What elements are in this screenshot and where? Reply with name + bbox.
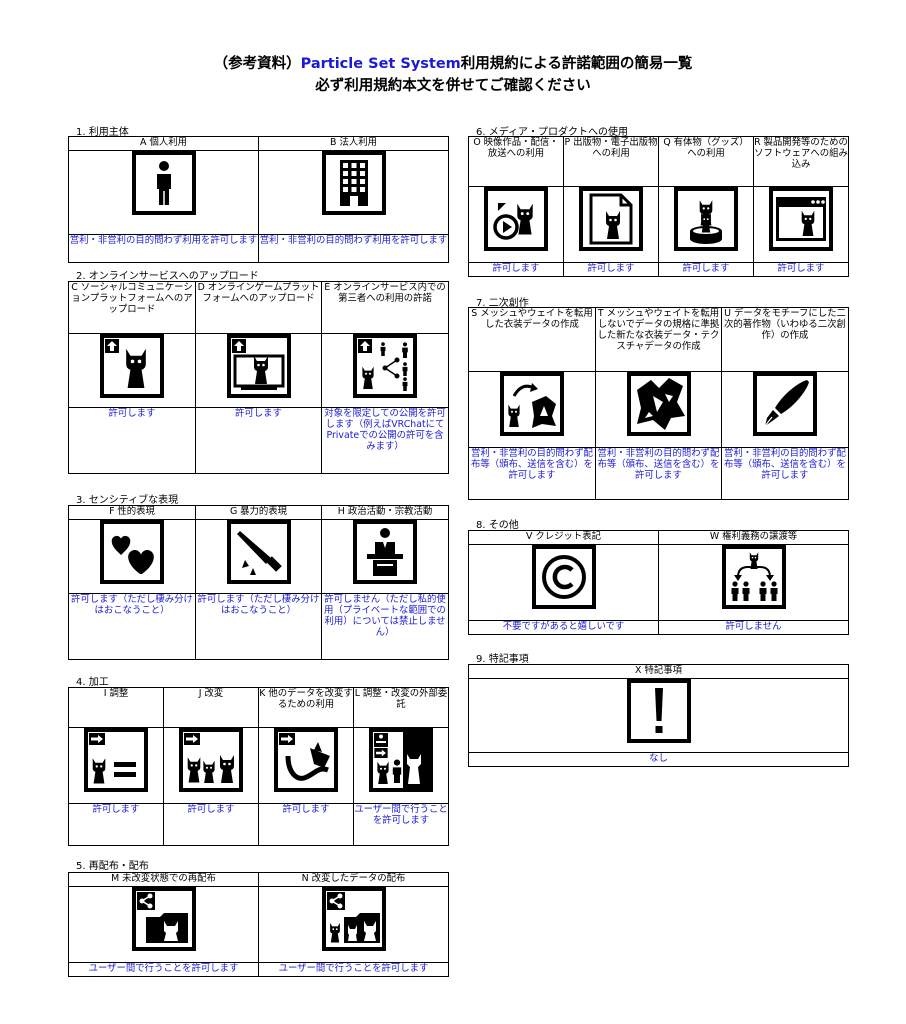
section-5-title: 5. 再配布・配布 [76, 861, 149, 872]
item-n-permission: ユーザー間で行うことを許可します [258, 962, 449, 977]
podium-icon [353, 520, 417, 584]
copyright-icon [531, 545, 596, 609]
cloth-icon [626, 372, 691, 436]
item-u-permission: 営利・非営利の目的問わず配布等（頒布、送信を含む）を許可します [721, 447, 849, 500]
item-w-label: W 権利義務の譲渡等 [658, 530, 849, 545]
section-4-table: I 調整 J 改変 K 他のデータを改変するための利用 L 調整・改変の外部委託… [68, 687, 449, 846]
item-j-permission: 許可します [163, 803, 259, 846]
section-8-table: V クレジット表記 W 権利義務の譲渡等 不要ですがあると嬉しいです 許可しませ… [468, 530, 849, 635]
title-prefix: （参考資料） [213, 56, 301, 72]
item-k-label: K 他のデータを改変するための利用 [258, 687, 354, 728]
item-q-label: Q 有体物（グッズ）への利用 [658, 136, 754, 187]
section-6-title: 6. メディア・プロダクトへの使用 [476, 127, 629, 138]
item-b-label: B 法人利用 [258, 136, 449, 151]
item-e-permission: 対象を限定しての公開を許可します（例えばVRChatにてPrivateでの公開の… [321, 407, 449, 474]
document-icon [579, 187, 643, 251]
item-g-label: G 暴力的表現 [195, 505, 322, 520]
video-icon [484, 187, 548, 251]
section-5-table: M 未改変状態での再配布 N 改変したデータの配布 ユーザー間で行うことを許可し… [68, 872, 449, 977]
upload-monitor-icon [226, 334, 291, 398]
item-j-label: J 改変 [163, 687, 259, 728]
building-icon [321, 151, 386, 215]
item-o-label: O 映像作品・配信・放送への利用 [468, 136, 564, 187]
document-subtitle: 必ず利用規約本文を併せてご確認ください [315, 78, 591, 94]
item-c-permission: 許可します [68, 407, 196, 474]
item-p-label: P 出版物・電子出版物への利用 [563, 136, 659, 187]
section-1-title: 1. 利用主体 [76, 127, 129, 138]
item-g-permission: 許可します（ただし棲み分けはおこなうこと） [195, 593, 322, 660]
section-3-title: 3. センシティブな表現 [76, 495, 179, 506]
outsource-icon [369, 728, 433, 792]
share-folder-icon [131, 887, 196, 951]
item-l-label: L 調整・改変の外部委託 [353, 687, 449, 728]
figure-icon [674, 187, 738, 251]
section-8-title: 8. その他 [476, 520, 519, 531]
item-b-permission: 営利・非営利の目的問わず利用を許可します [258, 234, 449, 263]
item-v-permission: 不要ですがあると嬉しいです [468, 620, 659, 635]
transform-icon [274, 728, 338, 792]
adjust-icon [84, 728, 148, 792]
section-9-title: 9. 特記事項 [476, 654, 529, 665]
item-i-permission: 許可します [68, 803, 164, 846]
section-2-title: 2. オンラインサービスへのアップロード [76, 271, 259, 282]
item-f-label: F 性的表現 [68, 505, 196, 520]
document-title: （参考資料）Particle Set System利用規約による許諾範囲の簡易一… [0, 52, 906, 73]
pen-icon [753, 372, 817, 436]
item-v-label: V クレジット表記 [468, 530, 659, 545]
item-a-permission: 営利・非営利の目的問わず利用を許可します [68, 234, 259, 263]
section-9-table: X 特記事項 なし [468, 664, 849, 767]
knife-icon [226, 520, 291, 584]
item-p-permission: 許可します [563, 262, 659, 277]
item-t-permission: 営利・非営利の目的問わず配布等（頒布、送信を含む）を許可します [595, 447, 722, 500]
item-o-permission: 許可します [468, 262, 564, 277]
title-suffix: 利用規約による許諾範囲の簡易一覧 [460, 56, 693, 72]
upload-cat-icon [100, 334, 164, 398]
item-t-label: T メッシュやウェイトを転用しないでデータの規格に準拠した新たな衣装データ・テク… [595, 307, 722, 372]
item-a-label: A 個人利用 [68, 136, 259, 151]
hearts-icon [100, 520, 164, 584]
item-r-label: R 製品開発等のためのソフトウェアへの組み込み [753, 136, 849, 187]
share-people-icon [353, 334, 417, 398]
item-x-label: X 特記事項 [468, 664, 849, 679]
section-3-table: F 性的表現 G 暴力的表現 H 政治活動・宗教活動 許可します（ただし棲み分け… [68, 505, 449, 660]
item-l-permission: ユーザー間で行うことを許可します [353, 803, 449, 846]
item-e-label: E オンラインサービス内での第三者への利用の許諾 [321, 281, 449, 334]
cloth-convert-icon [500, 372, 564, 436]
item-s-label: S メッシュやウェイトを転用した衣装データの作成 [468, 307, 596, 372]
item-i-label: I 調整 [68, 687, 164, 728]
section-7-title: 7. 二次創作 [476, 298, 529, 309]
section-7-table: S メッシュやウェイトを転用した衣装データの作成 T メッシュやウェイトを転用し… [468, 307, 849, 500]
item-d-permission: 許可します [195, 407, 322, 474]
item-h-permission: 許可しません（ただし私的使用（プライベートな範囲での利用）については禁止しません… [321, 593, 449, 660]
title-highlight: Particle Set System [300, 56, 461, 72]
item-u-label: U データをモチーフにした二次的著作物（いわゆる二次創作）の作成 [721, 307, 849, 372]
item-h-label: H 政治活動・宗教活動 [321, 505, 449, 520]
exclamation-icon [626, 679, 691, 743]
item-f-permission: 許可します（ただし棲み分けはおこなうこと） [68, 593, 196, 660]
item-w-permission: 許可しません [658, 620, 849, 635]
item-q-permission: 許可します [658, 262, 754, 277]
software-icon [769, 187, 833, 251]
item-s-permission: 営利・非営利の目的問わず配布等（頒布、送信を含む）を許可します [468, 447, 596, 500]
section-1-table: A 個人利用 B 法人利用 営利・非営利の目的問わず利用を許可します 営利・非営… [68, 136, 449, 263]
section-6-table: O 映像作品・配信・放送への利用 P 出版物・電子出版物への利用 Q 有体物（グ… [468, 136, 849, 277]
item-x-permission: なし [468, 752, 849, 767]
share-folder-mod-icon [321, 887, 386, 951]
item-r-permission: 許可します [753, 262, 849, 277]
section-2-table: C ソーシャルコミュニケーションプラットフォームへのアップロード D オンライン… [68, 281, 449, 474]
person-icon [131, 151, 196, 215]
item-n-label: N 改変したデータの配布 [258, 872, 449, 887]
transfer-icon [721, 545, 786, 609]
item-m-label: M 未改変状態での再配布 [68, 872, 259, 887]
item-k-permission: 許可します [258, 803, 354, 846]
item-m-permission: ユーザー間で行うことを許可します [68, 962, 259, 977]
item-c-label: C ソーシャルコミュニケーションプラットフォームへのアップロード [68, 281, 196, 334]
modify-icon [179, 728, 243, 792]
section-4-title: 4. 加工 [76, 677, 109, 688]
item-d-label: D オンラインゲームプラットフォームへのアップロード [195, 281, 322, 334]
